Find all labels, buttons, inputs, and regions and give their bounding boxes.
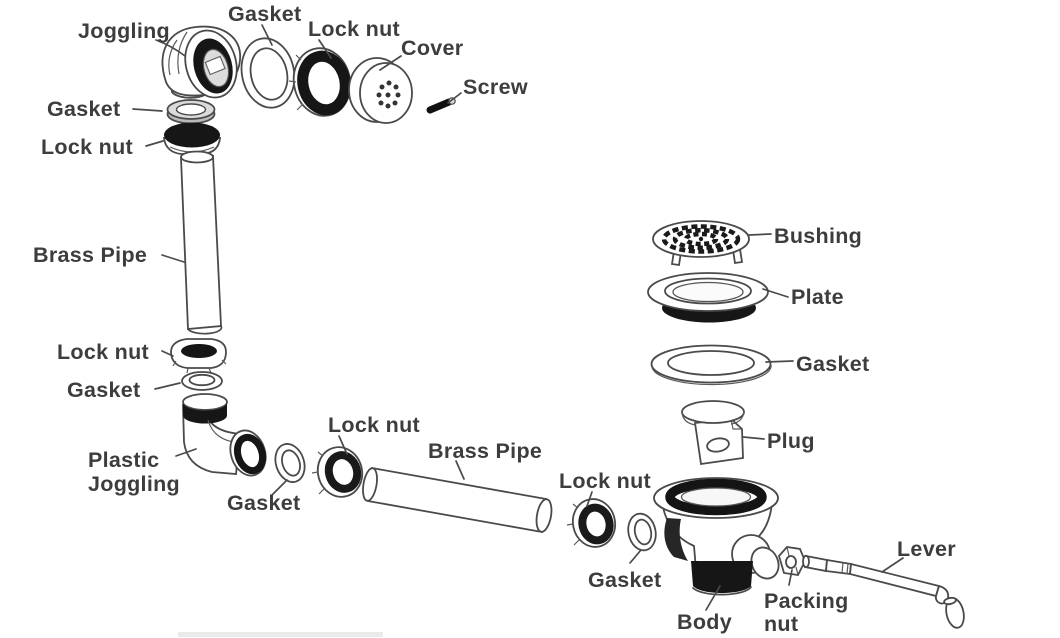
bushing-part <box>652 220 750 267</box>
packing-nut-label-line1: Packing <box>764 589 849 613</box>
screw-part <box>426 97 456 114</box>
gasket-upper-left-part <box>166 99 216 125</box>
gasket-center-bottom-part <box>627 512 657 552</box>
lock-nut-mid-left-label: Lock nut <box>57 340 149 364</box>
lock-nut-top-label: Lock nut <box>308 17 400 41</box>
gasket-top-leader-line <box>261 24 273 46</box>
joggling-part <box>161 25 241 99</box>
bushing-leader-line <box>748 233 772 236</box>
plate-part <box>647 272 769 323</box>
cover-leader-line <box>379 55 402 71</box>
gasket-lower-left-part <box>274 443 306 483</box>
lock-nut-center-part <box>311 446 364 498</box>
gasket-top-part <box>240 37 296 109</box>
bushing-label: Bushing <box>774 224 862 248</box>
lock-nut-center-leader-line <box>338 435 348 455</box>
gasket-top-label: Gasket <box>228 2 302 26</box>
screw-leader-line <box>447 92 462 104</box>
gasket-upper-left-leader-line <box>132 108 163 112</box>
cropped-watermark-fragment <box>178 632 383 637</box>
lock-nut-mid-left-part <box>170 338 227 374</box>
lock-nut-upper-left-leader-line <box>145 140 164 147</box>
brass-pipe-diagonal-leader-line <box>455 460 465 480</box>
lock-nut-center-label: Lock nut <box>328 413 420 437</box>
brass-pipe-vertical-part <box>180 150 223 335</box>
gasket-lower-left-leader-line <box>271 479 288 496</box>
lock-nut-mid-left-leader-line <box>161 350 174 357</box>
joggling-label: Joggling <box>78 19 170 43</box>
cover-part <box>348 57 413 124</box>
cover-label: Cover <box>401 36 464 60</box>
gasket-right-label: Gasket <box>796 352 870 376</box>
body-part <box>653 477 780 596</box>
lever-part <box>802 554 965 629</box>
plug-leader-line <box>742 436 765 440</box>
gasket-center-bottom-label: Gasket <box>588 568 662 592</box>
packing-nut-label-line2: nut <box>764 612 798 636</box>
gasket-mid-left-part <box>181 371 223 391</box>
brass-pipe-diagonal-part <box>362 466 553 534</box>
plate-label: Plate <box>791 285 844 309</box>
lock-nut-upper-left-part <box>163 122 221 155</box>
body-leader-line <box>705 585 721 611</box>
lock-nut-right-mid-part <box>566 498 617 548</box>
brass-pipe-vertical-label: Brass Pipe <box>33 243 147 267</box>
gasket-upper-left-label: Gasket <box>47 97 121 121</box>
lock-nut-right-mid-label: Lock nut <box>559 469 651 493</box>
lock-nut-top-part <box>288 47 352 117</box>
joggling-leader-line <box>155 39 186 57</box>
gasket-lower-left-label: Gasket <box>227 491 301 515</box>
packing-nut-part <box>777 546 806 576</box>
screw-label: Screw <box>463 75 528 99</box>
lock-nut-upper-left-label: Lock nut <box>41 135 133 159</box>
brass-pipe-diagonal-label: Brass Pipe <box>428 439 542 463</box>
plate-leader-line <box>762 288 789 298</box>
plug-label: Plug <box>767 429 815 453</box>
plastic-joggling-part <box>182 393 267 477</box>
lever-label: Lever <box>897 537 956 561</box>
body-label: Body <box>677 610 732 634</box>
gasket-center-bottom-leader-line <box>629 549 642 564</box>
gasket-mid-left-leader-line <box>154 382 181 390</box>
plastic-joggling-label-line1: Plastic <box>88 448 159 472</box>
gasket-mid-left-label: Gasket <box>67 378 141 402</box>
plastic-joggling-label-line2: Joggling <box>88 472 180 496</box>
gasket-right-part <box>650 344 772 386</box>
lever-leader-line <box>881 557 904 573</box>
lock-nut-right-mid-leader-line <box>586 491 593 507</box>
plastic-joggling-leader-line <box>175 448 197 457</box>
gasket-right-leader-line <box>765 360 794 363</box>
brass-pipe-vertical-leader-line <box>161 254 185 263</box>
packing-nut-leader-line <box>788 569 793 586</box>
plug-part <box>681 400 745 466</box>
lock-nut-top-leader-line <box>318 39 332 59</box>
